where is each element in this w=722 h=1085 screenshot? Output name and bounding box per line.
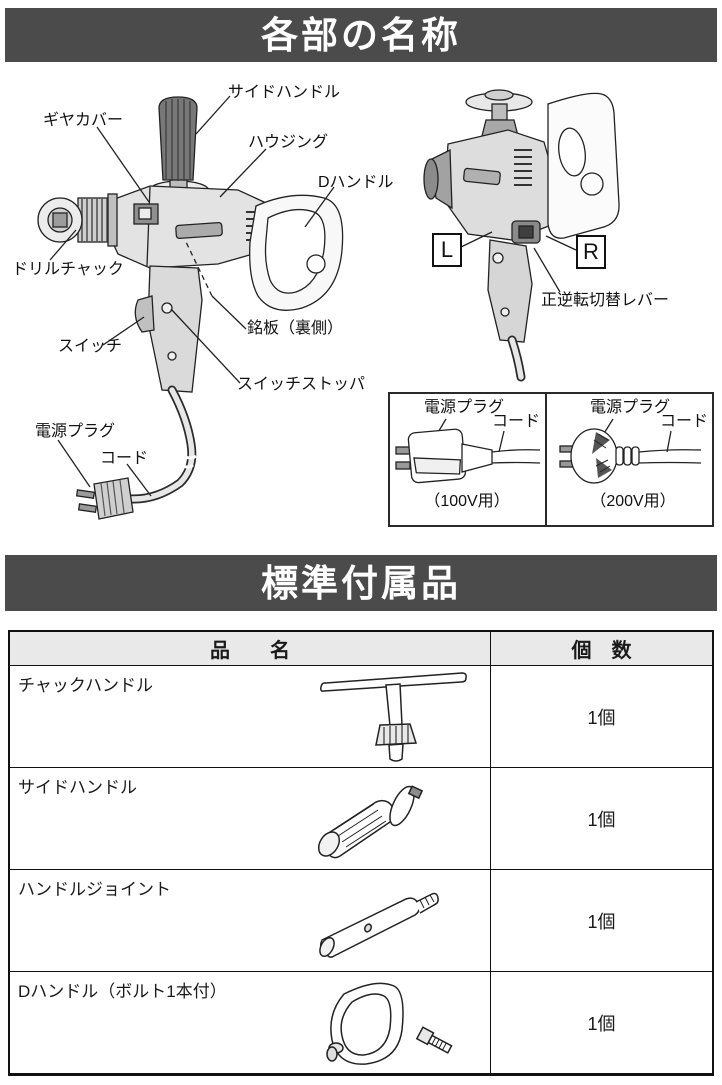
item-name: Dハンドル（ボルト1本付） (18, 982, 227, 1001)
section-title-parts-text: 各部の名称 (261, 14, 461, 56)
label-cord-100v: コード (492, 413, 541, 430)
label-nameplate: 銘板（裏側） (247, 320, 344, 337)
label-plug-100v: 電源プラグ (424, 399, 505, 416)
label-d-handle: Dハンドル (318, 174, 394, 191)
label-power-plug: 電源プラグ (35, 423, 116, 440)
rotation-mark-left: L (432, 233, 462, 267)
label-side-handle: サイドハンドル (228, 84, 341, 101)
label-voltage-200v: （200V用） (590, 493, 676, 510)
drill-side-view-illustration (37, 96, 344, 520)
plug-box-divider (545, 394, 547, 525)
rotation-mark-right: R (576, 235, 606, 269)
table-row: Dハンドル（ボルト1本付） 1個 (10, 972, 712, 1073)
column-header-item-name: 品 名 (210, 640, 290, 662)
table-row: ハンドルジョイント 1個 (10, 870, 712, 972)
section-title-accessories-text: 標準付属品 (261, 562, 461, 604)
item-name: サイドハンドル (18, 778, 137, 797)
column-header-quantity: 個 数 (490, 632, 712, 665)
label-gear-cover: ギヤカバー (43, 112, 124, 129)
label-reverse-lever: 正逆転切替レバー (541, 292, 670, 309)
d-handle-with-bolt-illustration (326, 982, 453, 1065)
plug-variants-box (388, 392, 714, 527)
item-quantity: 1個 (490, 666, 712, 767)
label-voltage-100v: （100V用） (424, 493, 510, 510)
accessories-table: 品 名 個 数 チャックハンドル 1個 (8, 630, 714, 1076)
table-row: サイドハンドル 1個 (10, 768, 712, 870)
label-plug-200v: 電源プラグ (590, 399, 671, 416)
label-cord-200v: コード (660, 413, 709, 430)
table-header-row: 品 名 個 数 (10, 632, 712, 666)
item-quantity: 1個 (490, 972, 712, 1073)
section-title-accessories: 標準付属品 (5, 555, 717, 611)
item-name: ハンドルジョイント (18, 880, 171, 899)
item-name: チャックハンドル (18, 676, 153, 695)
handle-joint-illustration (319, 892, 439, 958)
label-cord: コード (100, 450, 149, 467)
item-quantity: 1個 (490, 870, 712, 971)
label-drill-chuck: ドリルチャック (12, 261, 124, 278)
label-switch: スイッチ (58, 338, 123, 355)
item-quantity: 1個 (490, 768, 712, 869)
section-title-parts: 各部の名称 (5, 8, 717, 62)
label-switch-stopper: スイッチストッパ (237, 376, 366, 393)
chuck-handle-key-illustration (320, 671, 467, 762)
side-handle-illustration (317, 784, 424, 858)
table-row: チャックハンドル 1個 (10, 666, 712, 768)
label-housing: ハウジング (248, 134, 329, 151)
